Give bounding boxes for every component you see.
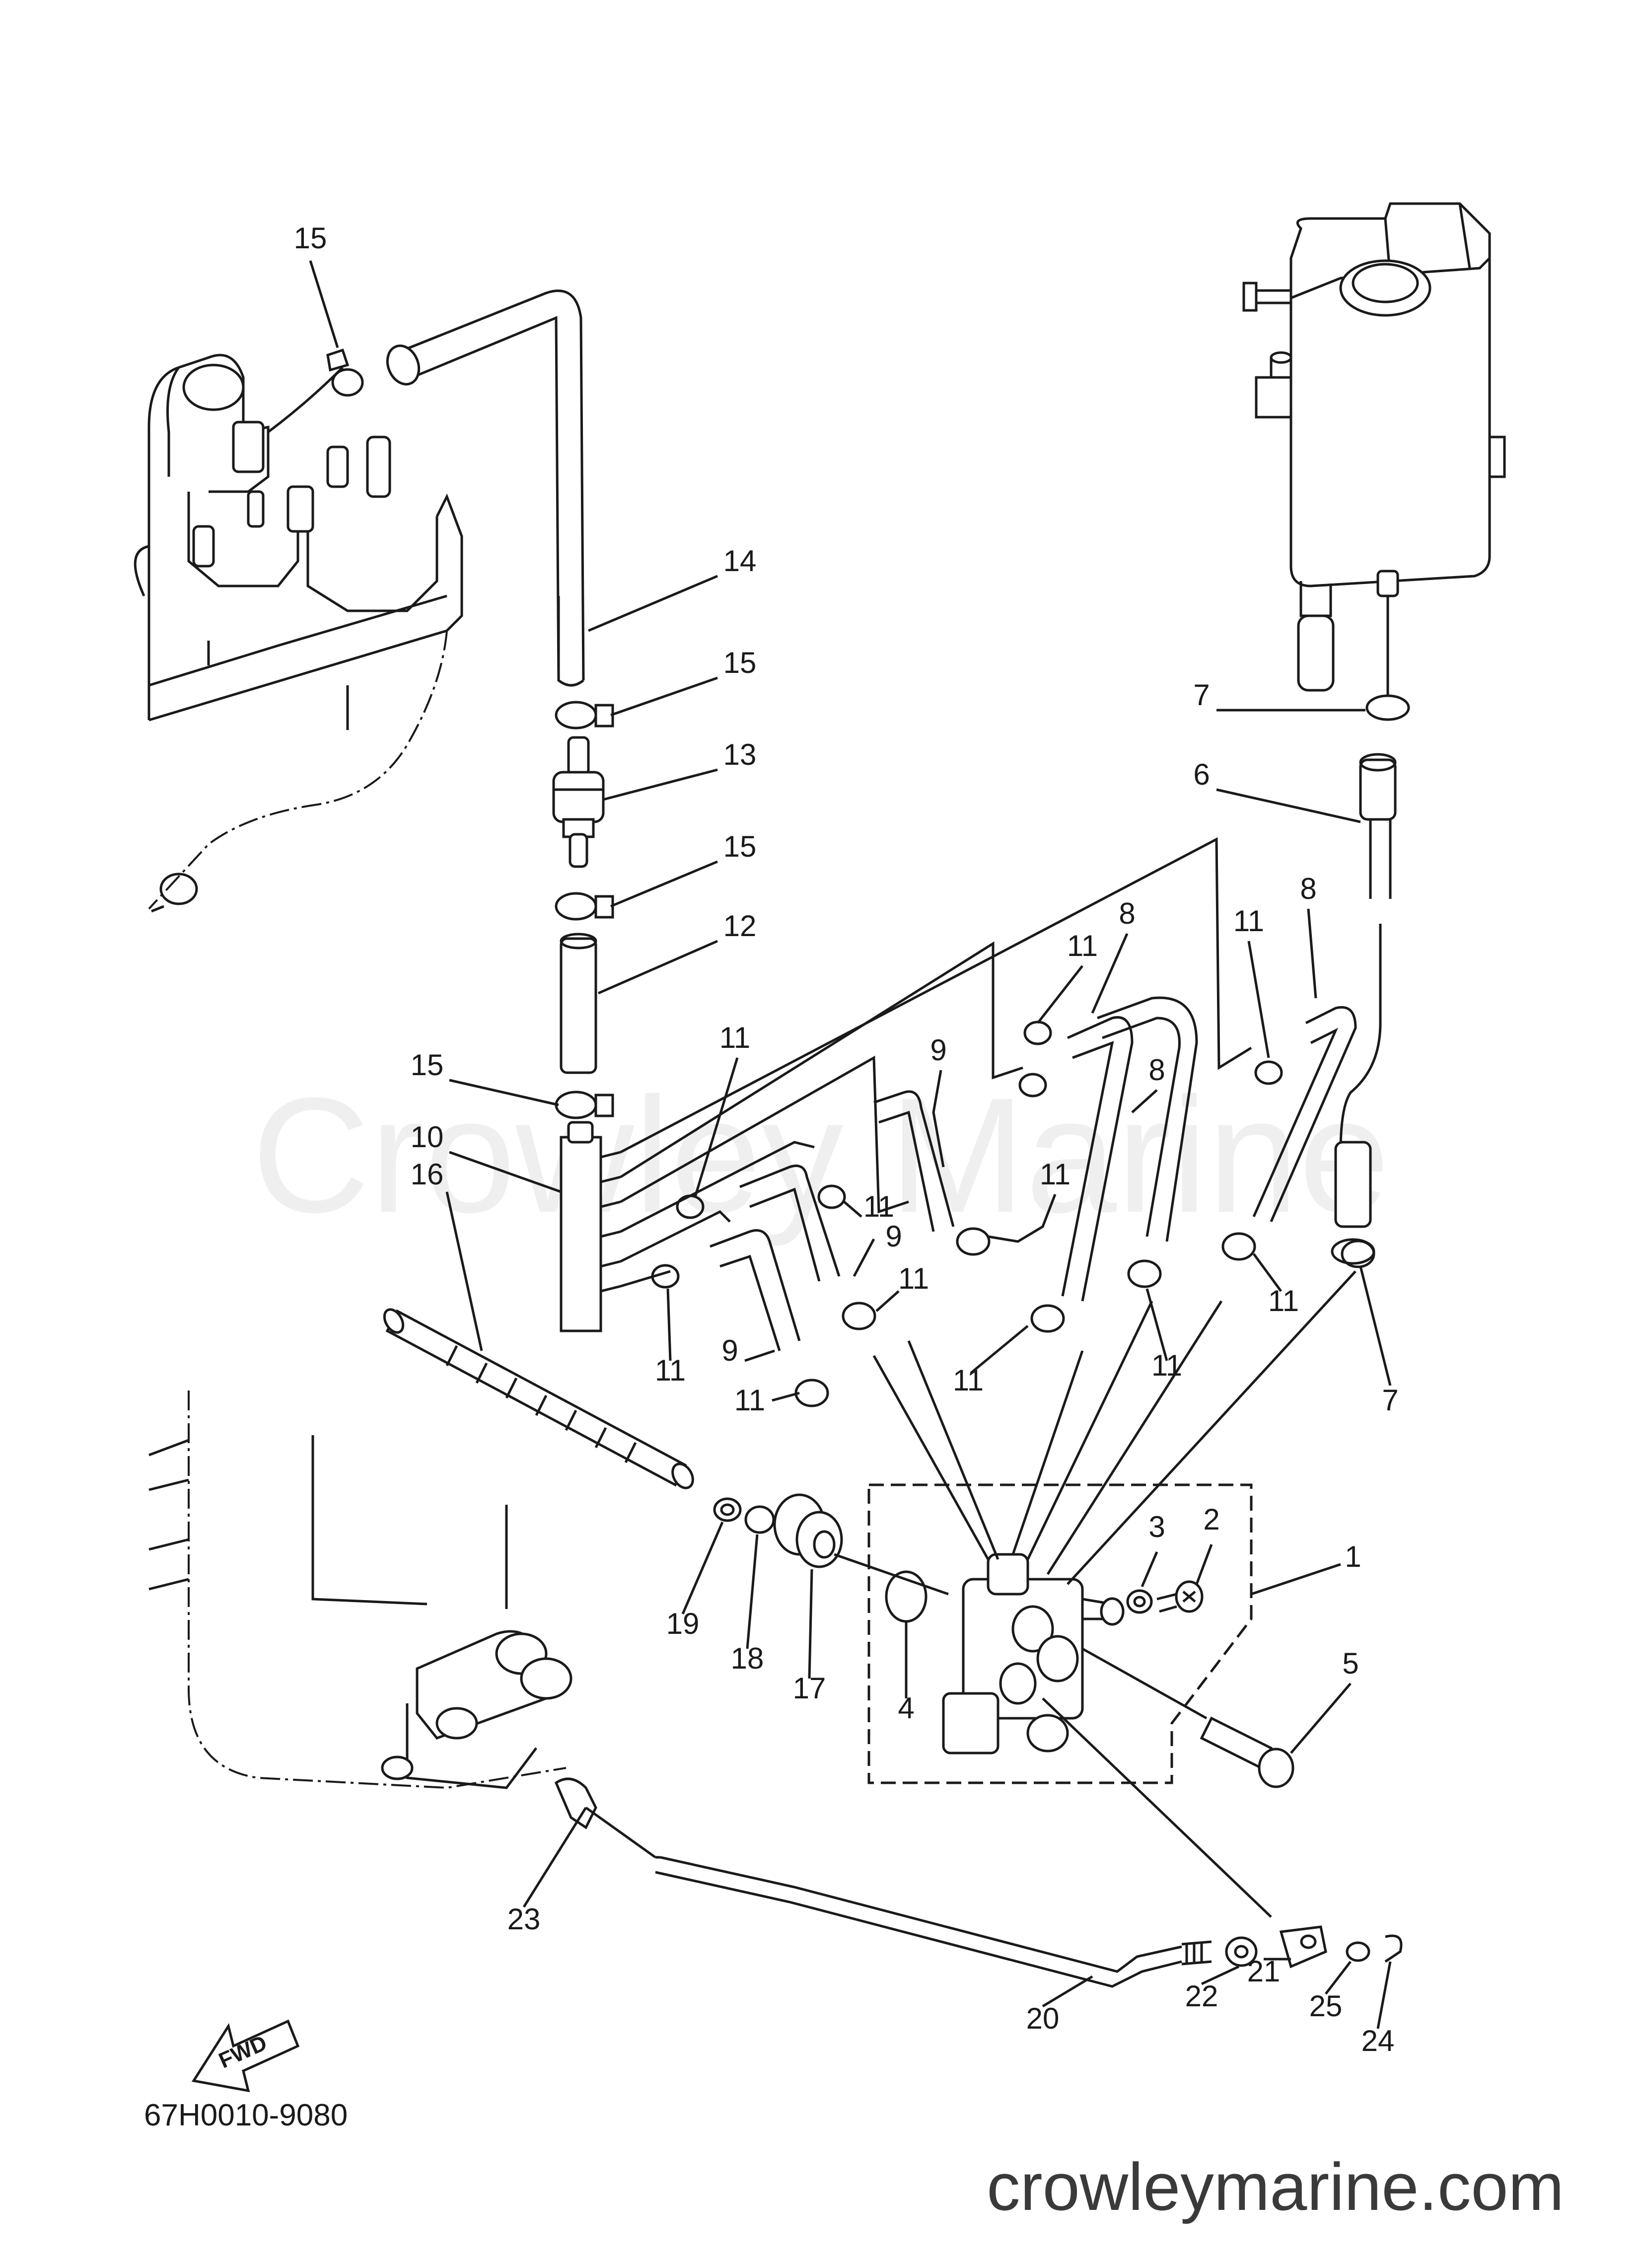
callout-15: 15 — [411, 1048, 444, 1082]
callout-14: 14 — [723, 544, 757, 578]
callout-23: 23 — [507, 1902, 541, 1936]
callout-9: 9 — [930, 1033, 946, 1067]
callout-11: 11 — [1233, 904, 1264, 938]
callout-11: 11 — [1268, 1284, 1299, 1317]
callout-12: 12 — [723, 909, 757, 943]
callout-13: 13 — [723, 738, 757, 771]
diagram-code: 67H0010-9080 — [144, 2098, 348, 2132]
callout-leaders — [309, 260, 1392, 2029]
callout-11: 11 — [719, 1021, 750, 1054]
callout-11: 11 — [898, 1262, 929, 1295]
callout-15: 15 — [294, 221, 327, 255]
callout-2: 2 — [1203, 1503, 1219, 1536]
callout-7: 7 — [1193, 678, 1210, 712]
callout-8: 8 — [1148, 1053, 1165, 1087]
callout-3: 3 — [1148, 1510, 1165, 1543]
callout-15: 15 — [723, 830, 757, 863]
callout-5: 5 — [1342, 1647, 1358, 1680]
callout-7: 7 — [1382, 1384, 1398, 1417]
callout-1: 1 — [1345, 1540, 1361, 1573]
callout-11: 11 — [1040, 1158, 1071, 1191]
callout-22: 22 — [1185, 1979, 1218, 2013]
oil-pump-assembly — [867, 1270, 1356, 1788]
callout-15: 15 — [723, 646, 757, 679]
oil-tank-illustration — [1242, 202, 1506, 695]
main-hose-assembly — [267, 290, 614, 1119]
callout-4: 4 — [898, 1691, 914, 1725]
callout-18: 18 — [731, 1642, 764, 1675]
callout-11: 11 — [1151, 1349, 1182, 1382]
pump-seals-and-plug — [713, 1493, 949, 1623]
callout-16: 16 — [411, 1158, 444, 1191]
callout-6: 6 — [1193, 758, 1210, 791]
callout-8: 8 — [1119, 897, 1135, 930]
callout-9: 9 — [721, 1334, 738, 1367]
callout-20: 20 — [1026, 2002, 1060, 2035]
site-url: crowleymarine.com — [987, 2149, 1564, 2224]
callout-24: 24 — [1361, 2024, 1395, 2057]
callout-19: 19 — [666, 1607, 700, 1640]
callout-10: 10 — [411, 1120, 444, 1154]
callout-11: 11 — [953, 1364, 984, 1397]
callout-11: 11 — [863, 1190, 894, 1223]
engine-block-illustration — [134, 354, 463, 913]
lower-casing-illustration — [148, 1390, 572, 1789]
callout-8: 8 — [1300, 872, 1316, 905]
clamp-11-set — [651, 1021, 1375, 1407]
distributor-manifold — [560, 694, 1410, 1407]
forward-direction-arrow: FWD — [191, 2019, 300, 2093]
callout-11: 11 — [1067, 929, 1098, 962]
callout-21: 21 — [1247, 1955, 1281, 1988]
callout-9: 9 — [885, 1220, 902, 1253]
pump-drive-shaft — [383, 1308, 694, 1489]
pump-control-rod — [554, 1697, 1403, 1988]
callout-25: 25 — [1309, 1989, 1343, 2023]
callout-11: 11 — [734, 1384, 765, 1417]
callout-11: 11 — [655, 1354, 686, 1387]
callout-17: 17 — [793, 1672, 826, 1705]
